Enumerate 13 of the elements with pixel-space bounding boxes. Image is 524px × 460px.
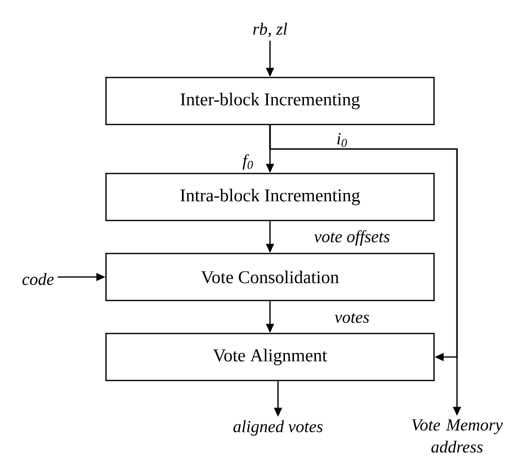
- process-box: Vote Alignment: [105, 332, 435, 382]
- edge-label: votes: [334, 313, 369, 323]
- signal-label: code: [22, 273, 54, 285]
- edge-label: vote offsets: [314, 230, 390, 246]
- edge-label: i$_{0}$: [337, 133, 347, 147]
- signal-label: aligned votes: [233, 420, 323, 436]
- process-box: Vote Consolidation: [105, 252, 435, 302]
- arrow: [269, 125, 458, 362]
- process-box: Inter-block Incrementing: [105, 76, 435, 126]
- process-box: Intra-block Incrementing: [105, 172, 435, 222]
- signal-label: rb, zl: [253, 22, 288, 38]
- output-label: Vote Memory address: [412, 419, 503, 453]
- edge-label: f$_{0}$: [242, 154, 253, 170]
